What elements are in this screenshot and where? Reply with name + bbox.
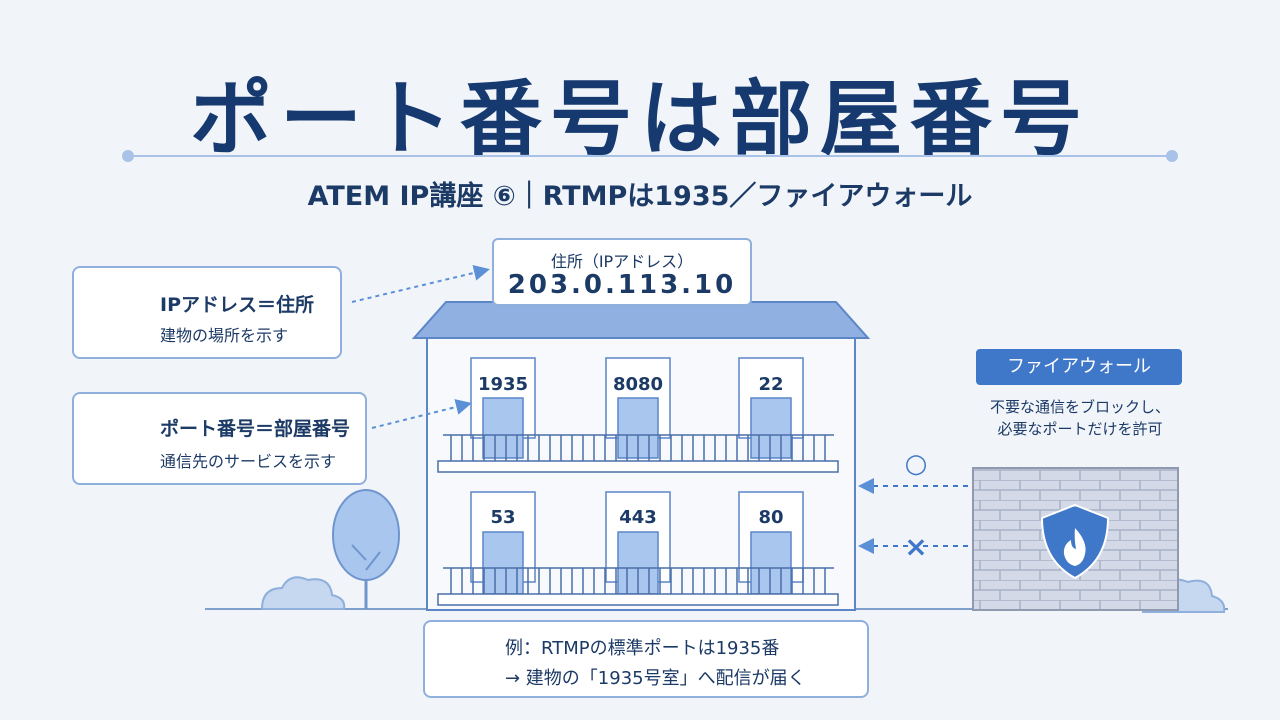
port-legend-title: ポート番号＝部屋番号 [160,418,351,440]
bush-left-icon [260,576,346,610]
port-pointer-arrow [371,399,472,429]
tree-icon [332,489,400,609]
divider-dot-right [1166,150,1178,162]
room-number: 22 [758,374,784,395]
example-line1: 例：RTMPの標準ポートは1935番 [505,638,780,659]
room-number: 1935 [477,374,529,395]
lower-balcony [437,567,839,606]
title-divider [128,155,1172,157]
page-title: ポート番号は部屋番号 [189,72,1090,167]
room-number: 53 [490,507,516,528]
upper-balcony [437,434,839,473]
door-icon [482,531,524,595]
block-mark: × [904,530,928,563]
divider-dot-left [122,150,134,162]
ip-address-box: 住所（IPアドレス） 203.0.113.10 [492,238,752,306]
firewall-desc-line2: 必要なポートだけを許可 [997,420,1163,438]
subtitle: ATEM IP講座 ⑥｜RTMPは1935／ファイアウォール [307,181,973,212]
room-number: 443 [619,507,657,528]
ip-legend-desc: 建物の場所を示す [160,326,289,345]
door-icon [750,531,792,595]
room-number: 80 [758,507,784,528]
ip-pointer-arrow [351,265,490,303]
apartment-building [411,301,871,611]
address-caption: 住所（IPアドレス） [550,252,694,271]
example-line2: → 建物の「1935号室」へ配信が届く [505,668,806,689]
room-number: 8080 [612,374,664,395]
port-legend-desc: 通信先のサービスを示す [160,452,337,471]
ip-address-value: 203.0.113.10 [507,270,737,300]
firewall-label: ファイアウォール [976,349,1182,385]
door-icon [750,397,792,459]
firewall-desc-line1: 不要な通信をブロックし、 [989,398,1170,416]
shield-flame-icon [1040,503,1110,580]
ip-legend-title: IPアドレス＝住所 [160,294,314,316]
allow-mark: ○ [904,449,928,479]
example-box: 例：RTMPの標準ポートは1935番 → 建物の「1935号室」へ配信が届く [423,620,869,698]
ip-legend-card: IPアドレス＝住所 建物の場所を示す [72,266,342,359]
port-legend-card: ポート番号＝部屋番号 通信先のサービスを示す [72,392,367,485]
